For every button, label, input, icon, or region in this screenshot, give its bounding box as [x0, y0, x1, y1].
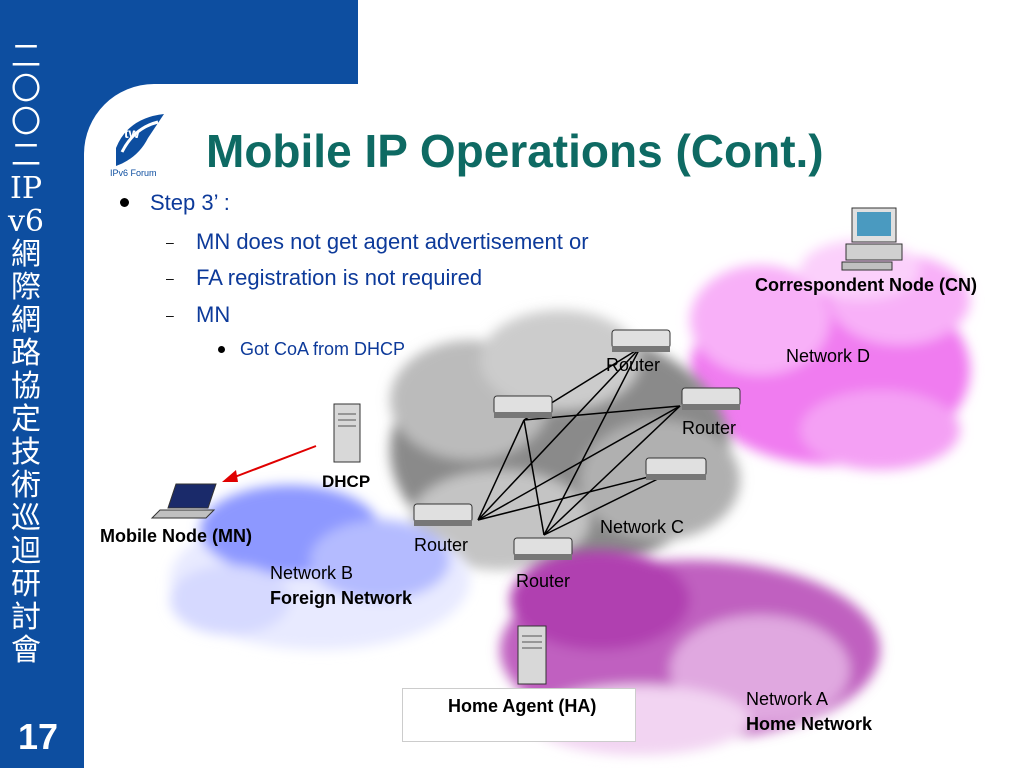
label-dhcp: DHCP — [322, 472, 371, 491]
router-icon — [493, 395, 553, 418]
top-band — [0, 0, 358, 84]
label-router: Router — [682, 418, 737, 438]
router-icon — [513, 537, 573, 560]
dash-marker: – — [166, 270, 174, 286]
label-mobile-node: Mobile Node (MN) — [100, 526, 252, 546]
router-icon — [611, 329, 671, 352]
dhcp-server-icon — [333, 403, 361, 463]
vertical-seminar-title: 二〇〇二IPv6網際網路協定技術巡迴研討會 — [7, 39, 45, 668]
cloud-network-c — [390, 310, 740, 570]
label-network-a: Network A — [746, 689, 829, 709]
ipv6-forum-logo-icon: tw — [108, 108, 172, 172]
logo-mark: tw — [124, 125, 140, 141]
label-router: Router — [606, 355, 661, 375]
label-foreign-network: Foreign Network — [270, 588, 413, 608]
bullet-dot — [120, 198, 129, 207]
label-network-c: Network C — [600, 517, 685, 537]
sub-bullet-1: MN does not get agent advertisement or — [196, 229, 589, 254]
label-router: Router — [516, 571, 571, 591]
logo-text: IPv6 Forum — [110, 168, 157, 178]
sub-bullet-2: FA registration is not required — [196, 265, 483, 290]
label-correspondent-node: Correspondent Node (CN) — [755, 275, 977, 295]
dash-marker: – — [166, 307, 174, 323]
slide-title: Mobile IP Operations (Cont.) — [206, 125, 824, 177]
home-agent-label-box — [402, 688, 636, 742]
mobile-laptop-icon — [150, 483, 217, 519]
label-network-d: Network D — [786, 346, 871, 366]
bullet-step: Step 3’ : — [150, 190, 230, 215]
home-agent-server-icon — [517, 625, 547, 685]
cloud-network-b — [170, 485, 470, 650]
subsub-bullet-1: Got CoA from DHCP — [240, 339, 406, 359]
sub-bullet-3: MN — [196, 302, 231, 327]
cloud-network-d — [690, 240, 970, 470]
slide-number: 17 — [18, 716, 59, 757]
correspondent-computer-icon — [841, 207, 903, 271]
label-home-network: Home Network — [746, 714, 873, 734]
sidebar-band — [0, 0, 84, 768]
bullet-dot — [218, 346, 225, 353]
dhcp-to-mn-arrow — [222, 445, 317, 482]
label-home-agent: Home Agent (HA) — [448, 696, 597, 716]
dash-marker: – — [166, 234, 174, 250]
router-icon — [645, 457, 707, 480]
router-icon — [681, 387, 741, 410]
router-icon — [413, 503, 473, 526]
label-router: Router — [414, 535, 469, 555]
label-network-b: Network B — [270, 563, 354, 583]
